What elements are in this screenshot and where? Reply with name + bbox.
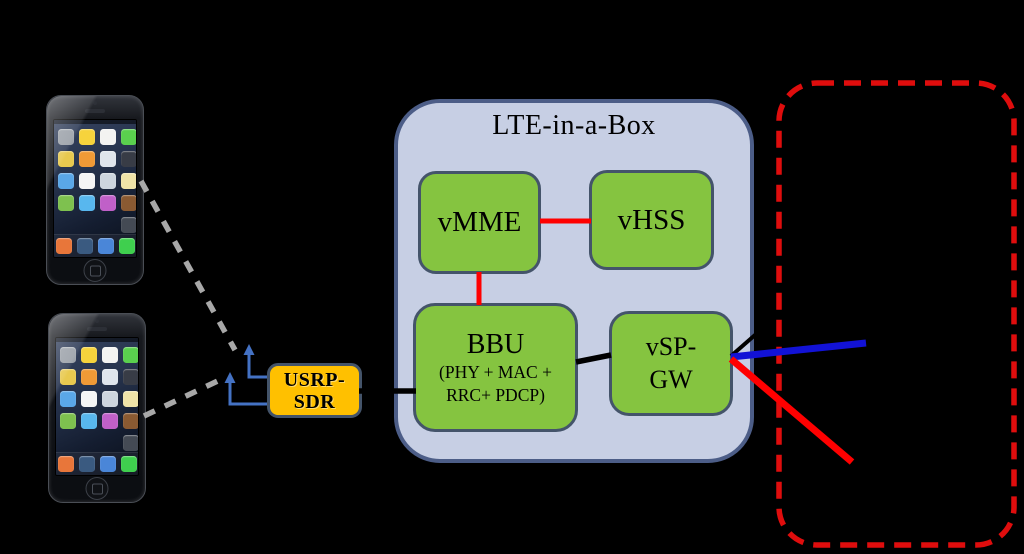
app-icon	[120, 456, 137, 472]
phone-home-button	[83, 259, 107, 282]
app-icon-grid	[58, 129, 136, 233]
app-icon	[81, 413, 97, 429]
app-icon	[81, 347, 97, 363]
uplink-arrow-1-line	[247, 352, 267, 379]
app-icon	[57, 456, 74, 472]
app-icon	[100, 129, 116, 145]
app-icon	[99, 456, 116, 472]
app-icon	[60, 413, 76, 429]
dashed-red-region	[776, 80, 1017, 548]
phone-screen	[55, 337, 139, 476]
app-icon	[60, 369, 76, 385]
phone-status-bar	[54, 120, 136, 124]
bbu-sublabel-line2: RRC+ PDCP)	[446, 384, 545, 405]
app-icon	[121, 195, 136, 211]
vspgw-node: vSP- GW	[609, 311, 733, 416]
usrp-label-line1: USRP-	[283, 368, 346, 391]
app-icon	[102, 413, 118, 429]
app-icon	[60, 347, 76, 363]
bbu-label: BBU	[466, 328, 525, 360]
app-icon	[100, 151, 116, 167]
app-icon	[79, 173, 95, 189]
usrp-sdr-node: USRP- SDR	[267, 363, 362, 418]
app-icon	[100, 173, 116, 189]
uplink-arrow-2-head-icon	[224, 372, 236, 383]
app-icon	[78, 456, 95, 472]
app-icon	[118, 238, 135, 254]
app-icon-grid	[60, 347, 138, 451]
app-icon	[81, 391, 97, 407]
app-icon	[100, 195, 116, 211]
app-icon	[123, 435, 138, 451]
ue-smartphone-2	[48, 313, 146, 503]
vmme-label: vMME	[437, 206, 522, 239]
phone-screen	[53, 119, 137, 258]
ue-smartphone-1	[46, 95, 144, 285]
phone-camera-icon	[93, 101, 97, 105]
app-icon	[76, 238, 93, 254]
app-icon	[102, 391, 118, 407]
app-icon	[79, 151, 95, 167]
app-icon	[79, 129, 95, 145]
app-icon	[123, 347, 138, 363]
ue1-radio-link-dashed-line	[138, 179, 238, 352]
vspgw-label-line1: vSP-	[645, 332, 697, 361]
usrp-label-line2: SDR	[293, 390, 336, 413]
app-icon	[123, 413, 138, 429]
app-icon	[60, 391, 76, 407]
vhss-node: vHSS	[589, 170, 714, 270]
app-icon	[102, 369, 118, 385]
app-icon	[121, 151, 136, 167]
bbu-node: BBU (PHY + MAC + RRC+ PDCP)	[413, 303, 578, 432]
phone-status-bar	[56, 338, 138, 342]
phone-home-button	[85, 477, 109, 500]
app-icon	[55, 238, 72, 254]
app-icon	[58, 151, 74, 167]
vspgw-label-line2: GW	[649, 364, 693, 394]
phone-dock	[56, 452, 138, 475]
vmme-node: vMME	[418, 171, 541, 274]
app-icon	[121, 217, 136, 233]
app-icon	[79, 195, 95, 211]
lte-in-a-box-title: LTE-in-a-Box	[492, 110, 656, 141]
app-icon	[58, 173, 74, 189]
app-icon	[121, 129, 136, 145]
phone-dock	[54, 234, 136, 257]
app-icon	[102, 347, 118, 363]
phone-speaker-icon	[85, 109, 105, 113]
app-icon	[121, 173, 136, 189]
app-icon	[97, 238, 114, 254]
app-icon	[58, 129, 74, 145]
phone-camera-icon	[95, 319, 99, 323]
phone-speaker-icon	[87, 327, 107, 331]
app-icon	[123, 369, 138, 385]
bbu-sublabel-line1: (PHY + MAC +	[439, 361, 552, 382]
app-icon	[58, 195, 74, 211]
ue2-radio-link-dashed-line	[142, 375, 226, 419]
uplink-arrow-2-line	[228, 380, 267, 406]
vhss-label: vHSS	[617, 203, 686, 236]
app-icon	[81, 369, 97, 385]
app-icon	[123, 391, 138, 407]
uplink-arrow-1-head-icon	[243, 344, 255, 355]
